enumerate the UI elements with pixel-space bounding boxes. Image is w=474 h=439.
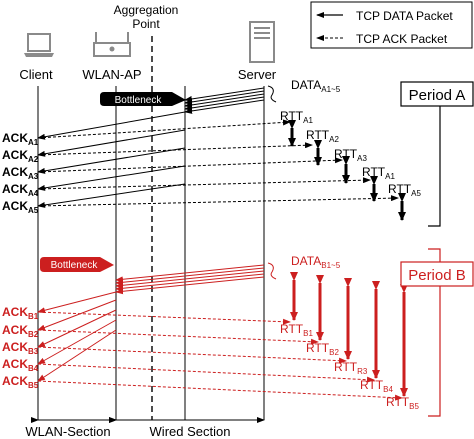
rtt-a3-label: RTTA3 bbox=[334, 147, 367, 163]
period-b-bottleneck-badge: Bottleneck bbox=[40, 257, 114, 272]
period-b-delivery-arrows bbox=[37, 291, 117, 382]
legend: TCP DATA Packet TCP ACK Packet bbox=[310, 1, 473, 49]
ack-a5-label: ACKA5 bbox=[2, 199, 39, 215]
period-a-rtt-labels: RTTA1 RTTA2 RTTA3 RTTA1 RTTA5 bbox=[280, 109, 421, 198]
period-b-data-label: DATAB1~5 bbox=[291, 254, 341, 270]
period-a-delivery-arrows bbox=[37, 111, 186, 208]
period-a-bottleneck-label: Bottleneck bbox=[115, 95, 163, 106]
ack-b1-label: ACKB1 bbox=[2, 305, 39, 321]
aggregation-point-label-line2: Point bbox=[132, 17, 160, 31]
period-a-data-arrows bbox=[184, 87, 265, 114]
period-a-data-label: DATAA1~5 bbox=[291, 78, 341, 94]
server-tower-icon bbox=[249, 21, 275, 63]
period-a-bottleneck-badge: Bottleneck bbox=[100, 92, 186, 106]
ack-a2-label: ACKA2 bbox=[2, 148, 39, 164]
period-b-ack-labels: ACKB1 ACKB2 ACKB3 ACKB4 ACKB5 bbox=[2, 305, 39, 390]
rtt-b4-label: RTTB4 bbox=[360, 378, 393, 394]
aggregation-point-label-line1: Aggregation bbox=[114, 3, 179, 17]
rtt-a2-label: RTTA2 bbox=[306, 128, 339, 144]
period-b-title-box bbox=[400, 261, 474, 287]
ack-a3-label: ACKA3 bbox=[2, 165, 39, 181]
period-a-title-box bbox=[400, 81, 474, 107]
period-b-title: Period B bbox=[408, 267, 466, 284]
period-b-data-arrows bbox=[115, 264, 265, 295]
ack-b3-label: ACKB3 bbox=[2, 340, 39, 356]
ack-a1-label: ACKA1 bbox=[2, 131, 39, 147]
period-b-rtt-arrows bbox=[290, 272, 408, 397]
period-b-rtt-labels: RTTB1 RTTB2 RTTR3 RTTB4 RTTB5 bbox=[280, 322, 419, 411]
period-b-ack-arrows bbox=[37, 311, 403, 401]
ack-a4-label: ACKA4 bbox=[2, 182, 39, 198]
legend-ack-label: TCP ACK Packet bbox=[356, 32, 448, 46]
period-b-bottleneck-label: Bottleneck bbox=[51, 260, 99, 271]
ack-b4-label: ACKB4 bbox=[2, 357, 39, 373]
period-b-bracket bbox=[428, 248, 441, 417]
laptop-icon bbox=[24, 33, 54, 57]
period-a-ack-labels: ACKA1 ACKA2 ACKA3 ACKA4 ACKA5 bbox=[2, 131, 39, 215]
wifi-router-icon bbox=[93, 32, 131, 57]
rtt-a5-label: RTTA5 bbox=[388, 182, 421, 198]
wlan-ap-label: WLAN-AP bbox=[82, 67, 141, 82]
server-label: Server bbox=[238, 67, 277, 82]
period-a-data-brace bbox=[267, 85, 277, 103]
period-a-title: Period A bbox=[409, 87, 466, 104]
wlan-section-label: WLAN-Section bbox=[25, 424, 110, 439]
rtt-b5-label: RTTB5 bbox=[386, 395, 419, 411]
ack-b5-label: ACKB5 bbox=[2, 374, 39, 390]
client-label: Client bbox=[19, 67, 53, 82]
rtt-b3-label: RTTR3 bbox=[334, 360, 368, 376]
wired-section-label: Wired Section bbox=[150, 424, 231, 439]
rtt-a4-label: RTTA1 bbox=[362, 165, 395, 181]
legend-data-label: TCP DATA Packet bbox=[356, 9, 453, 23]
rtt-b1-label: RTTB1 bbox=[280, 322, 313, 338]
ack-b2-label: ACKB2 bbox=[2, 323, 39, 339]
rtt-a1-label: RTTA1 bbox=[280, 109, 313, 125]
period-a-rtt-arrows bbox=[288, 120, 406, 221]
period-a-ack-arrows bbox=[37, 119, 399, 207]
period-b-data-brace bbox=[267, 262, 277, 280]
rtt-b2-label: RTTB2 bbox=[306, 341, 339, 357]
